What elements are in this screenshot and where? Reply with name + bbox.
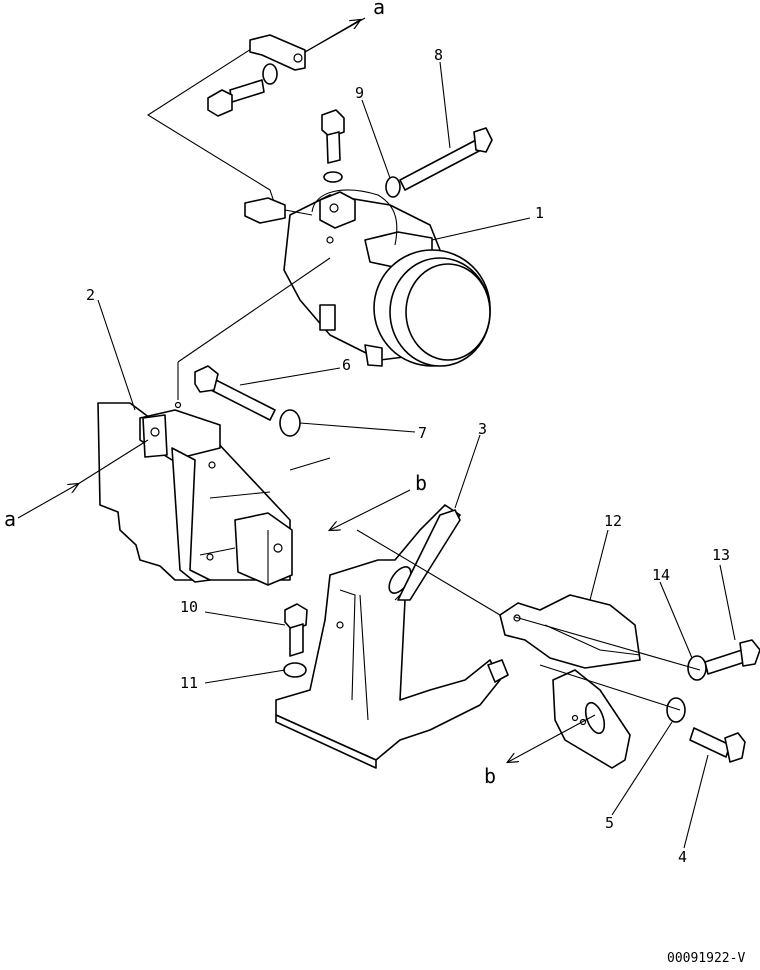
part-label-14: 14: [652, 566, 670, 584]
bracket-part-3: [275, 504, 509, 769]
washer-part-7: [279, 409, 301, 437]
part-label-1: 1: [535, 204, 544, 222]
ref-line-b: [330, 489, 596, 762]
part-label-7: 7: [418, 424, 427, 442]
bolt-top-center: [321, 109, 345, 183]
leader-lines: [97, 61, 736, 849]
bolt-part-8: [399, 127, 493, 191]
ref-line-a-left: [17, 439, 149, 519]
cover-part-12: [499, 594, 641, 769]
ref-line-a-top: [146, 17, 366, 206]
ref-label-a-left: a: [4, 507, 16, 531]
ref-label-a-top: a: [373, 0, 385, 19]
part-label-10: 10: [180, 598, 198, 616]
bolt-part-10: [284, 603, 308, 657]
part-label-3: 3: [478, 420, 487, 438]
bracket-part-2: [97, 401, 331, 586]
part-label-9: 9: [355, 84, 364, 102]
part-label-13: 13: [712, 546, 730, 564]
part-label-5: 5: [605, 814, 614, 832]
ref-label-b-top: b: [415, 471, 427, 495]
ref-label-b-bottom: b: [484, 764, 496, 788]
washer-part-5: [666, 697, 686, 723]
washer-part-14: [687, 655, 707, 681]
part-label-2: 2: [86, 286, 95, 304]
drawing-code: 00091922-V: [667, 951, 745, 966]
part-label-4: 4: [678, 848, 687, 866]
washer-part-9: [385, 176, 401, 198]
clip-bracket-top: [207, 34, 306, 117]
washer-part-11: [283, 662, 307, 678]
part-label-6: 6: [342, 356, 351, 374]
bolt-part-6: [194, 365, 276, 421]
part-label-8: 8: [434, 46, 443, 64]
compressor-part-1: [244, 189, 491, 367]
part-label-11: 11: [180, 674, 198, 692]
bolt-part-13: [704, 639, 760, 675]
bolt-part-4: [689, 727, 746, 763]
part-label-12: 12: [604, 512, 622, 530]
alignment-lines: [356, 529, 701, 711]
